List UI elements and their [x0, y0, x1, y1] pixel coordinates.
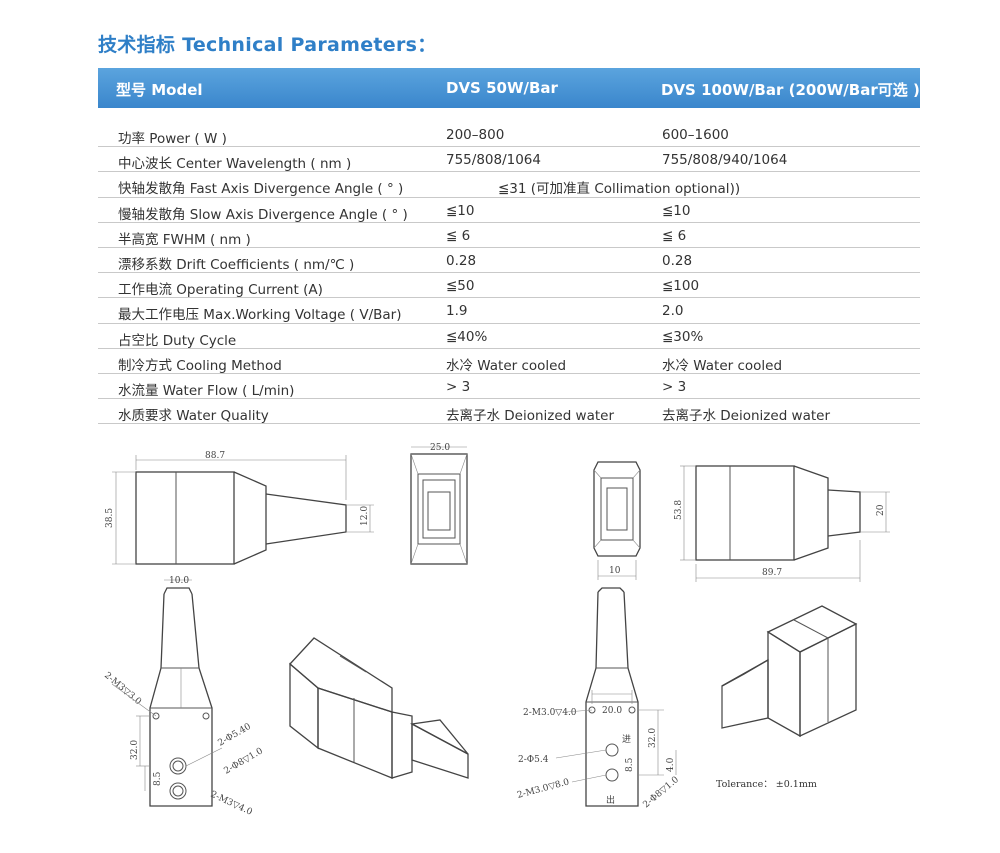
value-dvs100: ≦10	[662, 202, 691, 219]
param-label: 中心波长 Center Wavelength ( nm )	[118, 156, 352, 173]
value-dvs100: 2.0	[662, 303, 684, 320]
dim-tip-width-left: 10.0	[169, 576, 189, 586]
table-row: 漂移系数 Drift Coefficients ( nm/℃ ) 0.28 0.…	[98, 248, 920, 274]
param-label: 占空比 Duty Cycle	[118, 332, 237, 349]
param-label: 功率 Power ( W )	[118, 131, 227, 147]
value-dvs50: 1.9	[446, 303, 468, 320]
value-dvs50: 0.28	[446, 252, 477, 269]
value-dvs50: 去离子水 Deionized water	[446, 408, 615, 425]
table-row: 制冷方式 Cooling Method 水冷 Water cooled 水冷 W…	[98, 349, 920, 374]
dim-4-right: 4.0	[666, 757, 676, 772]
dim-front-width-right: 10	[609, 566, 621, 576]
value-shared: ≦31 (可加准直 Collimation optional))	[498, 181, 741, 198]
value-dvs50: 200–800	[446, 127, 505, 143]
table-row: 水质要求 Water Quality 去离子水 Deionized water …	[98, 399, 920, 425]
dim-tip-height-left: 12.0	[360, 506, 370, 526]
hole-m3-bottom-left: 2-M3▽4.0	[209, 790, 254, 818]
label-out-right: 出	[606, 794, 615, 806]
param-label: 制冷方式 Cooling Method	[118, 357, 282, 374]
header-dvs100: DVS 100W/Bar (200W/Bar可选 )	[661, 81, 920, 99]
value-dvs100: 去离子水 Deionized water	[662, 408, 831, 425]
dim-85-right: 8.5	[625, 757, 635, 772]
dim-tip-height-right: 20	[876, 504, 886, 516]
header-dvs50: DVS 50W/Bar	[446, 79, 558, 97]
hole-8-right: 2-Φ8▽1.0	[642, 775, 682, 811]
hole-54-left: 2-Φ5.40	[217, 722, 254, 749]
value-dvs50: 755/808/1064	[446, 152, 541, 169]
dim-32-left: 32.0	[130, 740, 140, 760]
right-bottom-view: 2-M3.0▽4.0 20.0 32.0 4.0 8.5 进 出 2-Φ5.4 …	[516, 587, 682, 811]
table-row: 占空比 Duty Cycle ≦40% ≦30%	[98, 324, 920, 349]
param-label: 最大工作电压 Max.Working Voltage ( V/Bar)	[118, 307, 402, 324]
value-dvs100: 0.28	[662, 252, 693, 269]
param-label: 半高宽 FWHM ( nm )	[118, 231, 251, 248]
hole-m3-bottom-right: 2-M3.0▽8.0	[516, 777, 571, 801]
spec-table: 功率 Power ( W ) 200–800 600–1600 中心波长 Cen…	[98, 122, 920, 425]
left-isometric-view	[289, 637, 469, 779]
hole-54-right: 2-Φ5.4	[518, 755, 549, 765]
right-isometric-view	[721, 605, 858, 738]
value-dvs100: 755/808/940/1064	[662, 152, 788, 169]
table-row: 工作电流 Operating Current (A) ≦50 ≦100	[98, 273, 920, 299]
dim-20-right: 20.0	[602, 706, 622, 716]
table-header: 型号 Model DVS 50W/Bar DVS 100W/Bar (200W/…	[98, 68, 920, 108]
dim-height-left: 38.5	[105, 508, 115, 528]
value-dvs50: ≦ 6	[446, 227, 471, 244]
value-dvs100: 水冷 Water cooled	[662, 357, 783, 374]
tolerance-note: Tolerance： ±0.1mm	[716, 779, 817, 790]
dim-85-left: 8.5	[153, 771, 163, 786]
param-label: 水质要求 Water Quality	[118, 408, 269, 425]
table-row: 快轴发散角 Fast Axis Divergence Angle ( ° ) ≦…	[98, 172, 920, 198]
table-row: 水流量 Water Flow ( L/min) > 3 > 3	[98, 374, 920, 400]
value-dvs100: ≦ 6	[662, 227, 687, 244]
value-dvs50: ≦40%	[446, 328, 488, 345]
right-side-view: 53.8 20 89.7	[674, 465, 890, 582]
param-label: 快轴发散角 Fast Axis Divergence Angle ( ° )	[118, 181, 404, 198]
value-dvs100: ≦30%	[662, 328, 704, 345]
param-label: 水流量 Water Flow ( L/min)	[118, 382, 295, 399]
value-dvs50: ≦10	[446, 202, 475, 219]
param-label: 慢轴发散角 Slow Axis Divergence Angle ( ° )	[118, 206, 408, 223]
table-row: 中心波长 Center Wavelength ( nm ) 755/808/10…	[98, 147, 920, 173]
value-dvs100: ≦100	[662, 278, 700, 295]
value-dvs50: > 3	[446, 378, 471, 395]
left-side-view: 88.7 38.5 12.0	[105, 451, 374, 565]
header-model: 型号 Model	[116, 81, 203, 99]
label-in-right: 进	[622, 734, 631, 745]
param-label: 工作电流 Operating Current (A)	[118, 282, 323, 299]
dim-height-right: 53.8	[674, 500, 684, 520]
value-dvs100: > 3	[662, 378, 687, 395]
section-title: 技术指标 Technical Parameters：	[98, 34, 437, 56]
right-front-view: 10	[593, 461, 641, 580]
value-dvs50: 水冷 Water cooled	[446, 357, 567, 374]
table-row: 慢轴发散角 Slow Axis Divergence Angle ( ° ) ≦…	[98, 198, 920, 223]
dim-length-right: 89.7	[762, 568, 782, 578]
hole-8-left: 2-Φ8▽1.0	[223, 746, 266, 776]
dim-length-left: 88.7	[205, 451, 225, 461]
dim-32-right: 32.0	[648, 728, 658, 748]
hole-m3-top-right: 2-M3.0▽4.0	[523, 708, 577, 718]
table-row: 最大工作电压 Max.Working Voltage ( V/Bar) 1.9 …	[98, 298, 920, 324]
left-front-view: 25.0	[410, 443, 468, 565]
table-row: 功率 Power ( W ) 200–800 600–1600	[98, 122, 920, 148]
left-bottom-view: 10.0 32.0 8.5 2-M3▽3.0 2-Φ5.40 2-Φ8▽1.0 …	[102, 576, 265, 818]
value-dvs100: 600–1600	[662, 127, 729, 143]
table-row: 半高宽 FWHM ( nm ) ≦ 6 ≦ 6	[98, 223, 920, 248]
param-label: 漂移系数 Drift Coefficients ( nm/℃ )	[118, 256, 355, 273]
value-dvs50: ≦50	[446, 278, 475, 295]
dim-front-width-left: 25.0	[430, 443, 450, 453]
